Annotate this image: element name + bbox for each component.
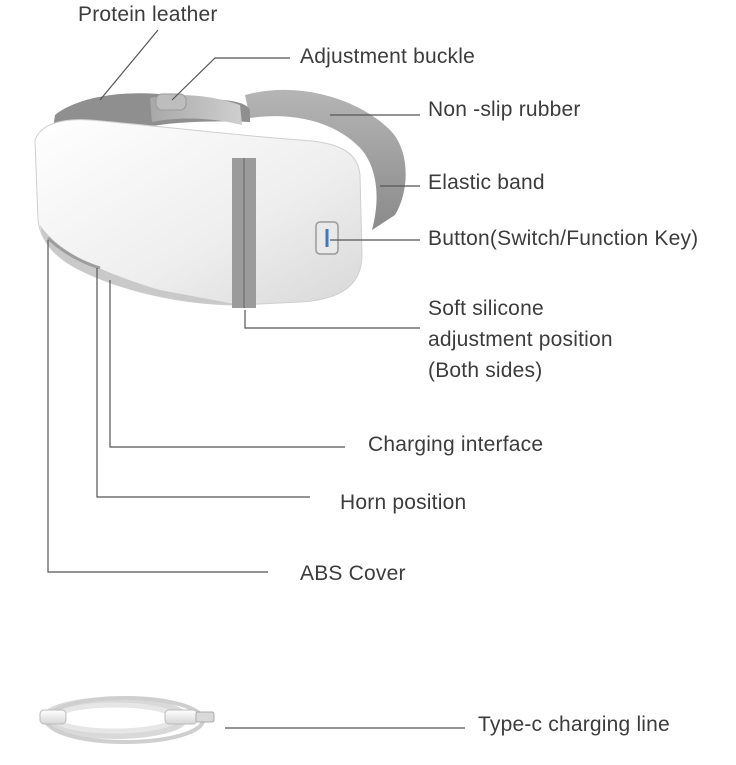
leader-protein-leather xyxy=(99,29,159,101)
label-soft-silicone: Soft silicone adjustment position (Both … xyxy=(428,293,613,386)
abs-cover-shape xyxy=(34,119,363,306)
leader-horn-position xyxy=(96,268,310,498)
label-soft-silicone-line-1: Soft silicone xyxy=(428,297,544,320)
label-elastic-band: Elastic band xyxy=(428,171,545,194)
leader-soft-silicone xyxy=(244,310,420,329)
label-button: Button(Switch/Function Key) xyxy=(428,227,699,250)
eye-massager xyxy=(34,89,406,308)
label-horn-position: Horn position xyxy=(340,491,467,514)
label-type-c-line: Type-c charging line xyxy=(478,713,670,736)
elastic-band-shape xyxy=(245,89,406,231)
label-abs-cover: ABS Cover xyxy=(300,562,406,585)
leader-lines xyxy=(47,29,465,729)
type-c-cable xyxy=(39,696,215,744)
label-non-slip-rubber: Non -slip rubber xyxy=(428,98,581,121)
label-soft-silicone-line-2: adjustment position xyxy=(428,328,613,351)
label-adjustment-buckle: Adjustment buckle xyxy=(300,45,475,68)
leader-adjustment-buckle xyxy=(171,57,290,101)
label-charging-interface: Charging interface xyxy=(368,433,544,456)
label-soft-silicone-line-3: (Both sides) xyxy=(428,359,543,382)
leader-charging-interface xyxy=(109,280,345,448)
leader-abs-cover xyxy=(47,240,268,573)
label-protein-leather: Protein leather xyxy=(78,3,218,26)
adjustment-buckle-shape xyxy=(155,93,187,111)
